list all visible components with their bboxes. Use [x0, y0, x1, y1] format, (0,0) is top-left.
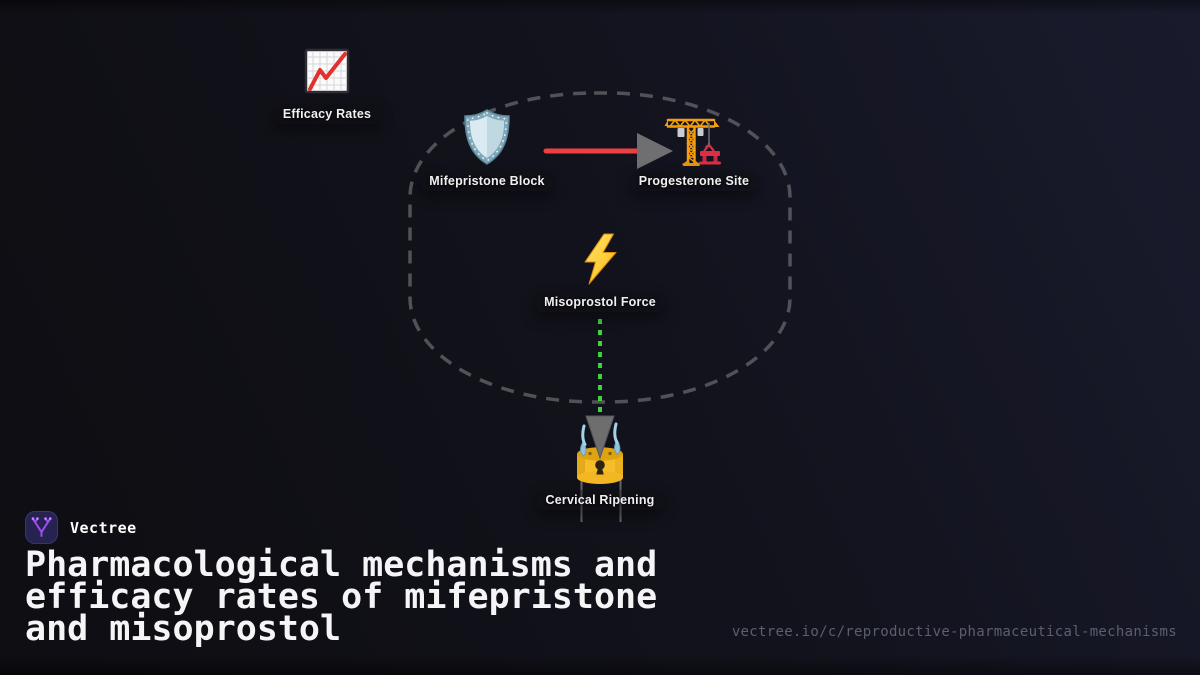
progesterone-site-label: Progesterone Site	[629, 171, 759, 191]
vectree-logo-icon	[25, 511, 58, 544]
mifepristone-block-label: Mifepristone Block	[420, 171, 554, 191]
title-line-1: Pharmacological mechanisms and	[25, 545, 658, 585]
page-title: Pharmacological mechanisms and efficacy …	[25, 545, 658, 649]
brand-lockup: Vectree	[25, 511, 137, 544]
canonical-url: vectree.io/c/reproductive-pharmaceutical…	[731, 624, 1177, 640]
title-line-2: efficacy rates of mifepristone	[25, 577, 658, 617]
inhibition-arrowhead	[637, 133, 673, 169]
lightning-bolt-icon	[584, 233, 617, 285]
cervical-ripening-label: Cervical Ripening	[536, 490, 664, 510]
construction-crane-icon	[664, 118, 721, 166]
receptor-boundary-outline	[408, 91, 792, 404]
title-line-3: and misoprostol	[25, 609, 342, 649]
shield-icon	[464, 109, 510, 165]
chart-increasing-icon	[304, 48, 350, 94]
brand-name: Vectree	[70, 518, 137, 537]
misoprostol-force-label: Misoprostol Force	[535, 292, 665, 312]
efficacy-rates-label: Efficacy Rates	[273, 104, 381, 124]
unlocking-padlock-icon	[577, 415, 623, 484]
